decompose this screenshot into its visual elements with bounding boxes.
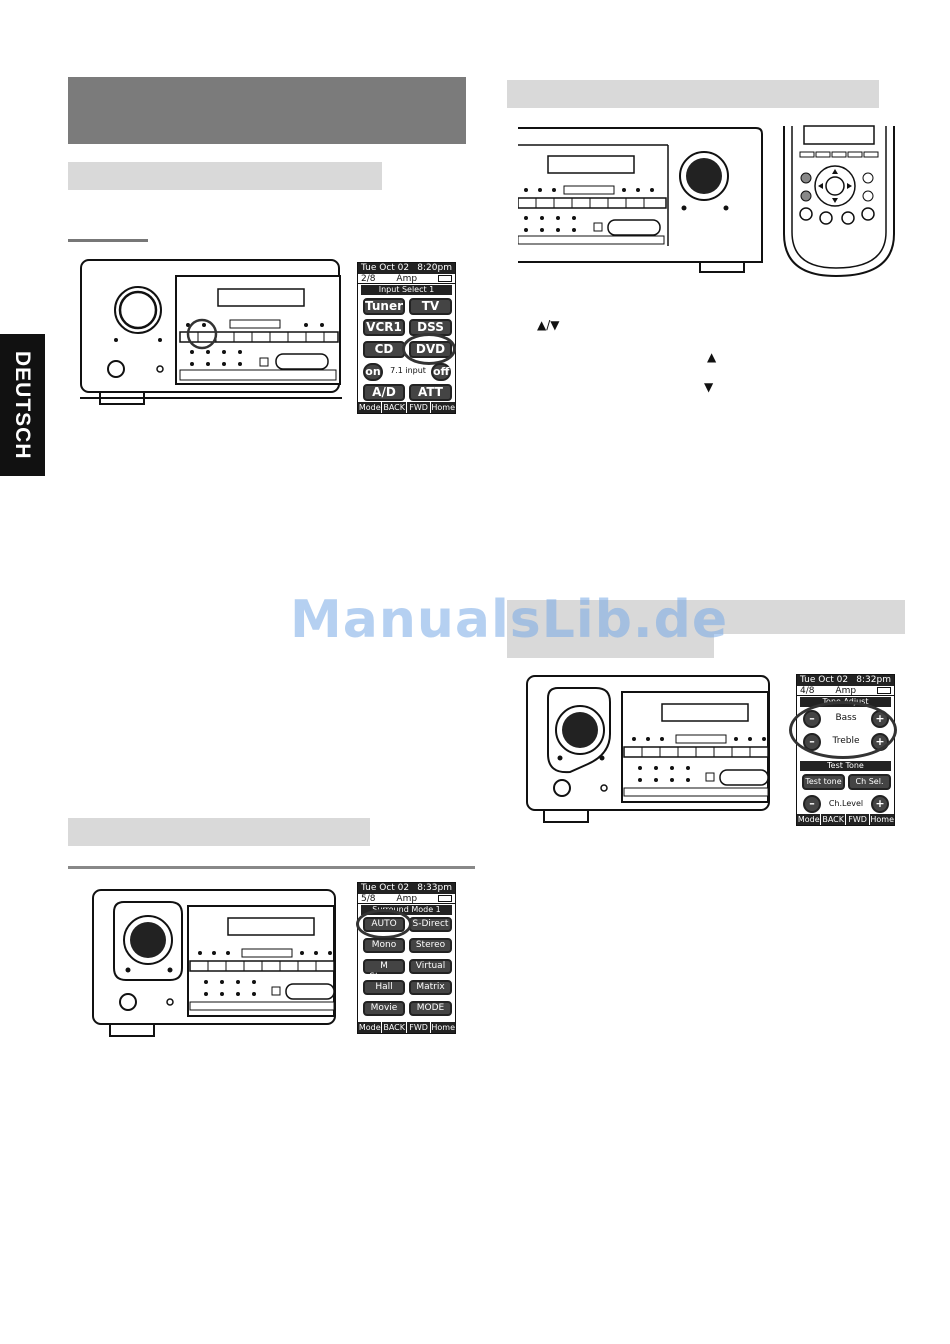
subsection-bar-volume — [507, 80, 879, 108]
remote-footer: Mode BACK FWD Home — [358, 1022, 455, 1033]
virtual-button[interactable]: Virtual — [409, 959, 452, 974]
remote-time: 8:33pm — [417, 883, 452, 893]
footer-back[interactable]: BACK — [822, 814, 846, 825]
footer-home[interactable]: Home — [870, 815, 894, 824]
subsection-bar-input — [68, 162, 382, 190]
ch-level-plus-button[interactable]: + — [871, 795, 889, 813]
remote-device: Amp — [396, 894, 418, 904]
tv-button[interactable]: TV — [409, 298, 452, 315]
footer-back[interactable]: BACK — [383, 402, 407, 413]
dss-button[interactable]: DSS — [409, 319, 452, 336]
matrix-button[interactable]: Matrix — [409, 980, 452, 995]
remote-status-bar: Tue Oct 02 8:20pm — [358, 263, 455, 274]
footer-fwd[interactable]: FWD — [846, 814, 871, 825]
on-button[interactable]: on — [363, 363, 383, 381]
remote-page-bar: 4/8 Amp — [797, 686, 894, 696]
battery-icon — [877, 687, 891, 694]
battery-icon — [438, 275, 452, 282]
language-tab: DEUTSCH — [0, 334, 45, 476]
subsection-bar-tone — [507, 600, 905, 634]
test-tone-button[interactable]: Test tone — [802, 774, 845, 790]
remote-page: 5/8 — [361, 894, 376, 904]
receiver-front-panel-volume — [518, 127, 763, 273]
vcr1-button[interactable]: VCR1 — [363, 319, 405, 336]
remote-status-bar: Tue Oct 02 8:32pm — [797, 675, 894, 686]
mono-button[interactable]: Mono — [363, 938, 405, 953]
battery-icon — [438, 895, 452, 902]
remote-time: 8:20pm — [417, 263, 452, 273]
up-arrow: ▲ — [707, 350, 717, 364]
receiver-front-panel-tone — [526, 675, 770, 823]
remote-page: 2/8 — [361, 274, 376, 284]
footer-mode[interactable]: Mode — [358, 402, 383, 413]
remote-device: Amp — [835, 686, 857, 696]
remote-screen-input-select: Tue Oct 02 8:20pm 2/8 Amp Input Select 1… — [357, 262, 456, 414]
remote-screen-surround-mode: Tue Oct 02 8:33pm 5/8 Amp Surround Mode … — [356, 882, 456, 1034]
remote-footer: Mode BACK FWD Home — [358, 402, 455, 413]
footer-fwd[interactable]: FWD — [407, 1022, 432, 1033]
stereo-button[interactable]: Stereo — [409, 938, 452, 953]
remote-date: Tue Oct 02 — [361, 883, 410, 893]
section-title-bar — [68, 77, 466, 144]
footer-home[interactable]: Home — [431, 403, 455, 412]
subsection-bar-surround — [68, 818, 370, 846]
footer-home[interactable]: Home — [431, 1023, 455, 1032]
down-arrow: ▼ — [704, 380, 714, 394]
remote-title: Input Select 1 — [361, 285, 452, 295]
remote-title: Surround Mode 1 — [361, 905, 452, 915]
subsection-bar-tone-cont — [507, 634, 714, 658]
input-71-label: 7.1 input — [390, 366, 426, 375]
hall-button[interactable]: Hall — [363, 980, 405, 995]
remote-screen-tone-adjust: Tue Oct 02 8:32pm 4/8 Amp Tone Adjust – … — [789, 674, 897, 826]
off-button[interactable]: off — [431, 363, 451, 381]
ch-sel-button[interactable]: Ch Sel. — [848, 774, 891, 790]
cd-button[interactable]: CD — [363, 341, 405, 358]
remote-date: Tue Oct 02 — [361, 263, 410, 273]
footer-fwd[interactable]: FWD — [407, 402, 432, 413]
tuner-button[interactable]: Tuner — [363, 298, 405, 315]
remote-device: Amp — [396, 274, 418, 284]
remote-time: 8:32pm — [856, 675, 891, 685]
remote-page: 4/8 — [800, 686, 815, 696]
s-direct-button[interactable]: S-Direct — [409, 917, 452, 932]
language-tab-label: DEUTSCH — [11, 350, 34, 460]
test-tone-section-title: Test Tone — [800, 761, 891, 771]
tone-highlight-circle — [789, 701, 897, 759]
footer-mode[interactable]: Mode — [358, 1022, 383, 1033]
mode-button[interactable]: MODE — [409, 1001, 452, 1016]
dvd-highlight-circle — [402, 333, 456, 365]
remote-status-bar: Tue Oct 02 8:33pm — [358, 883, 455, 894]
watermark: ManualsLib.de — [290, 590, 729, 650]
remote-page-bar: 5/8 Amp — [358, 894, 455, 904]
m-stereo-button[interactable]: M Stereo — [363, 959, 405, 982]
footer-back[interactable]: BACK — [383, 1022, 407, 1033]
surround-rule — [68, 866, 475, 869]
att-button[interactable]: ATT — [409, 384, 452, 401]
remote-date: Tue Oct 02 — [800, 675, 849, 685]
ad-button[interactable]: A/D — [363, 384, 405, 401]
receiver-front-panel-surround — [92, 889, 336, 1037]
ch-level-minus-button[interactable]: – — [803, 795, 821, 813]
movie-button[interactable]: Movie — [363, 1001, 405, 1016]
receiver-front-panel-input — [80, 259, 342, 405]
footer-mode[interactable]: Mode — [797, 814, 822, 825]
auto-highlight-circle — [356, 909, 412, 939]
remote-control-hardware — [783, 125, 895, 278]
up-down-arrows: ▲/▼ — [537, 318, 560, 332]
remote-footer: Mode BACK FWD Home — [797, 814, 894, 825]
ch-level-label: Ch.Level — [828, 799, 864, 808]
remote-page-bar: 2/8 Amp — [358, 274, 455, 284]
underline-rule — [68, 239, 148, 242]
